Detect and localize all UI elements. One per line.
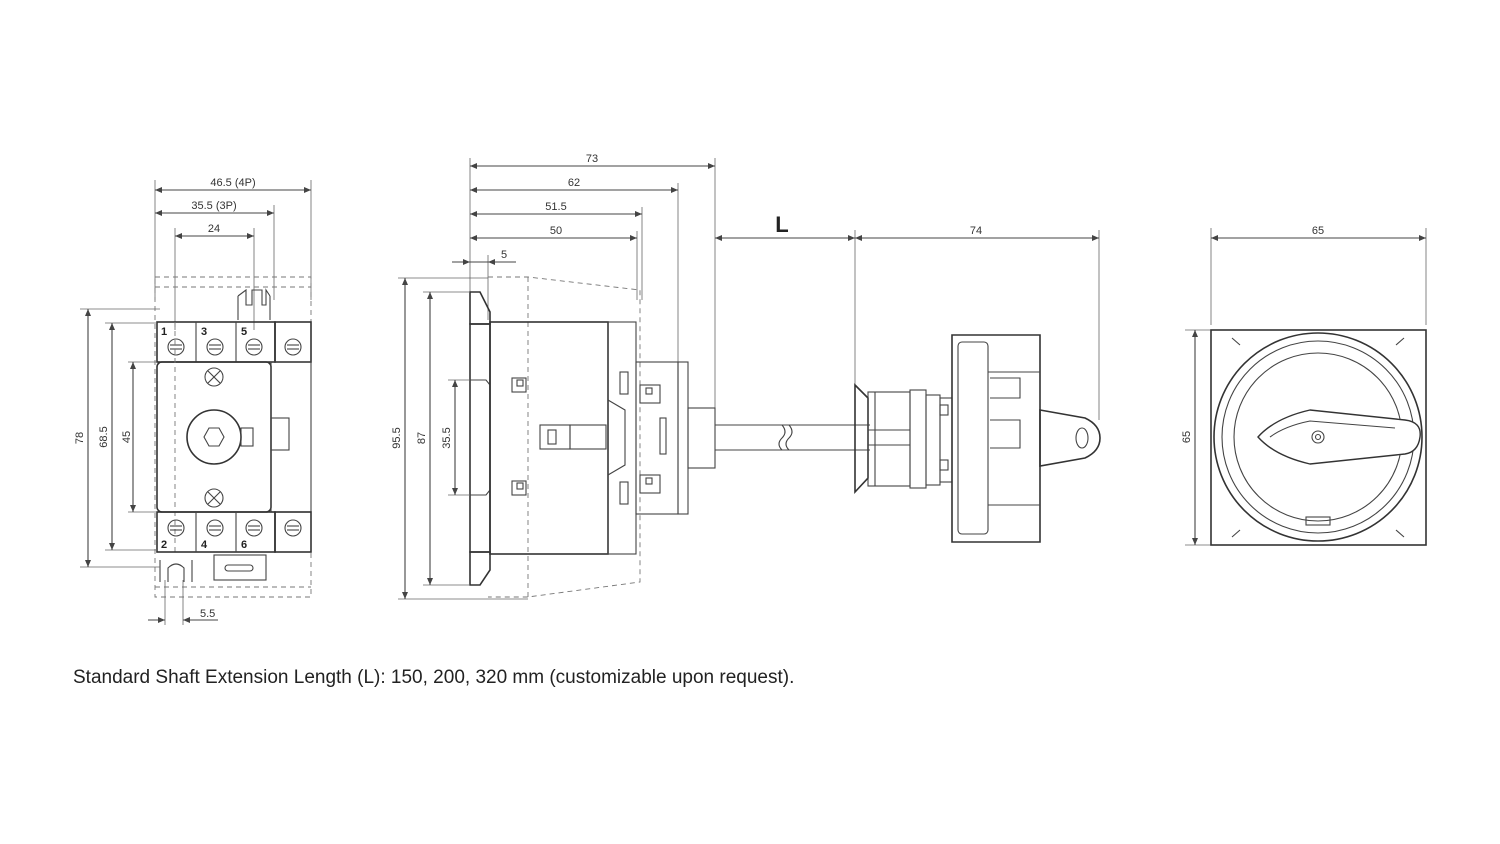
dim-depth-50: 50 bbox=[550, 225, 562, 237]
terminal-4-label: 4 bbox=[201, 539, 208, 551]
terminal-2-label: 2 bbox=[161, 539, 167, 551]
dim-handle-width-65: 65 bbox=[1312, 225, 1324, 237]
side-view: 73 62 51.5 50 5 bbox=[391, 153, 716, 600]
dim-height-95-5: 95.5 bbox=[391, 427, 403, 448]
terminal-3-label: 3 bbox=[201, 326, 207, 338]
dim-depth-51-5: 51.5 bbox=[545, 201, 566, 213]
dim-depth-62: 62 bbox=[568, 177, 580, 189]
dim-shaft-length-L: L bbox=[775, 212, 788, 237]
dim-height-87: 87 bbox=[416, 432, 428, 444]
shaft-and-handle-side: L 74 bbox=[715, 212, 1101, 543]
dim-offset-5: 5 bbox=[501, 249, 507, 261]
dim-width-4p: 46.5 (4P) bbox=[210, 177, 255, 189]
dim-slot-5-5: 5.5 bbox=[200, 608, 215, 620]
terminal-5-label: 5 bbox=[241, 326, 247, 338]
front-view: 46.5 (4P) 35.5 (3P) 24 bbox=[74, 177, 312, 625]
terminal-1-label: 1 bbox=[161, 326, 167, 338]
dim-depth-73: 73 bbox=[586, 153, 598, 165]
dim-handle-depth-74: 74 bbox=[970, 225, 982, 237]
dim-pitch-24: 24 bbox=[208, 223, 220, 235]
footnote-text: Standard Shaft Extension Length (L): 150… bbox=[73, 667, 795, 688]
dim-handle-height-65: 65 bbox=[1181, 431, 1193, 443]
dim-height-35-5: 35.5 bbox=[441, 427, 453, 448]
handle-front-view: 65 65 bbox=[1181, 225, 1427, 546]
terminal-6-label: 6 bbox=[241, 539, 247, 551]
dim-height-78: 78 bbox=[74, 432, 86, 444]
dim-width-3p: 35.5 (3P) bbox=[191, 200, 236, 212]
dim-height-45: 45 bbox=[121, 431, 133, 443]
dim-height-68-5: 68.5 bbox=[98, 426, 110, 447]
